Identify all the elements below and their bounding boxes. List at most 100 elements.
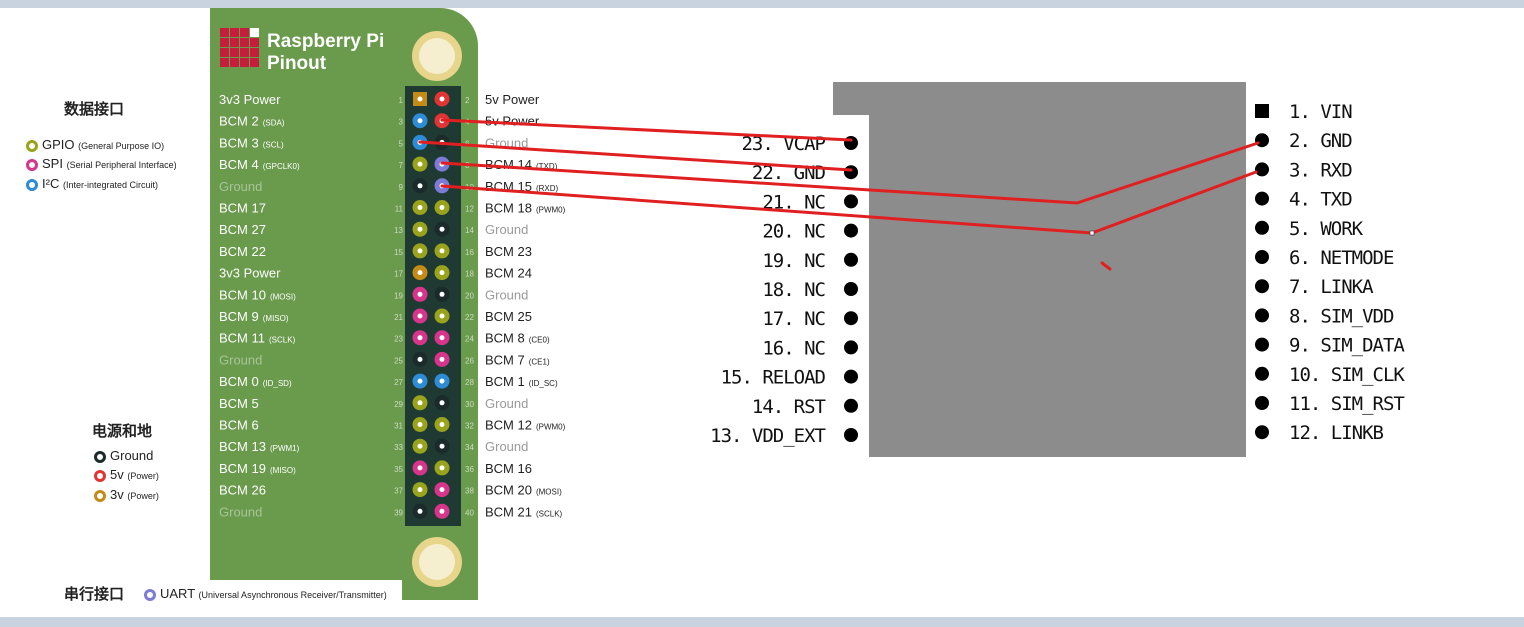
- pin-hole-icon: [417, 443, 423, 449]
- legend-spi: SPI (Serial Peripheral Interface): [26, 156, 177, 173]
- pin-hole-icon: [439, 378, 445, 384]
- pin-label-right: BCM 8(CE0): [485, 331, 550, 346]
- pin-label-left: BCM 26: [219, 483, 266, 498]
- mount-hole-top-inner-icon: [419, 38, 455, 74]
- pin-label-right: BCM 1(ID_SC): [485, 374, 558, 389]
- wire-junction-icon: [1089, 230, 1095, 236]
- wires: [418, 118, 1260, 271]
- pin-number-left: 25: [394, 356, 403, 365]
- pin-label-left: 3v3 Power: [219, 92, 281, 107]
- pin-hole-icon: [417, 183, 423, 189]
- legend-5v-label: 5v: [110, 467, 124, 482]
- pin-hole-icon: [439, 400, 445, 406]
- module-left-pin-icon: [844, 369, 858, 384]
- module-left-pin-label: 13. VDD_EXT: [710, 425, 825, 447]
- module-right-pin-icon: [1255, 220, 1269, 235]
- pin-hole-icon: [417, 291, 423, 297]
- legend-5v: 5v (Power): [94, 467, 159, 484]
- module-right-pin-label: 7. LINKA: [1289, 276, 1374, 298]
- module-left-pin-label: 18. NC: [762, 279, 825, 301]
- pin-label-right: Ground: [485, 439, 528, 454]
- module-left-pin-icon: [844, 398, 858, 413]
- pin-label-left: BCM 5: [219, 396, 259, 411]
- legend-5v-sub: (Power): [127, 471, 159, 481]
- legend-ground-label: Ground: [110, 448, 154, 463]
- module-right-pin-icon: [1255, 396, 1269, 410]
- module-left-pin-label: 19. NC: [762, 250, 825, 272]
- pin-number-left: 27: [394, 378, 403, 387]
- module-left-pin-icon: [844, 282, 858, 296]
- pin-number-right: 26: [465, 356, 474, 365]
- pin-hole-icon: [417, 335, 423, 341]
- legend-spi-label: SPI: [42, 156, 63, 171]
- module-right-pin-icon: [1255, 133, 1269, 148]
- pin-hole-icon: [417, 161, 423, 167]
- pin-number-right: 12: [465, 205, 474, 214]
- pin-number-right: 36: [465, 465, 474, 474]
- pin-hole-icon: [417, 205, 423, 210]
- pin-label-right: Ground: [485, 222, 528, 237]
- pin-hole-icon: [439, 465, 445, 471]
- module-right-pin-label: 1. VIN: [1289, 101, 1352, 123]
- legend-ground: Ground: [94, 448, 153, 464]
- module-right-pin-label: 2. GND: [1289, 130, 1352, 152]
- pin-label-left: Ground: [219, 504, 262, 519]
- pin-label-right: BCM 12(PWM0): [485, 418, 566, 433]
- pin-label-left: BCM 6: [219, 418, 259, 433]
- pin-number-left: 9: [399, 183, 404, 192]
- pin-number-right: 30: [465, 400, 474, 409]
- gpio-header: [405, 86, 461, 526]
- pin-number-left: 33: [394, 443, 403, 452]
- module-body: [833, 82, 1278, 457]
- wire-txd-to-module-gnd: [440, 141, 1260, 205]
- ground-dot-icon: [94, 451, 106, 463]
- pin-hole-icon: [417, 465, 423, 471]
- pi-title-line1: Raspberry Pi: [267, 31, 384, 52]
- pin-hole-icon: [439, 313, 445, 319]
- pin-label-left: BCM 17: [219, 201, 266, 216]
- pin-number-right: 38: [465, 487, 474, 496]
- uart-dot-icon: [144, 589, 156, 601]
- pin-hole-icon: [439, 96, 445, 102]
- module-left-pin-label: 15. RELOAD: [721, 367, 826, 389]
- pin-label-right: Ground: [485, 396, 528, 411]
- pin-hole-icon: [439, 226, 445, 232]
- pin-hole-icon: [417, 226, 423, 232]
- module-right-pin-label: 11. SIM_RST: [1289, 393, 1404, 415]
- module-left-pin-icon: [844, 311, 858, 326]
- pin-number-right: 34: [465, 443, 474, 452]
- pin-label-right: BCM 20(MOSI): [485, 483, 562, 498]
- pin-hole-icon: [417, 270, 423, 276]
- module-left-pin-icon: [844, 223, 858, 238]
- module-left-pin-icon: [844, 252, 858, 267]
- module-right-pin-icon: [1255, 366, 1269, 381]
- pin-label-right: BCM 21(SCLK): [485, 504, 563, 519]
- pin-number-left: 1: [399, 96, 404, 105]
- top-border: [0, 0, 1524, 8]
- pin-hole-icon: [417, 422, 423, 427]
- legend-gpio: GPIO (General Purpose IO): [26, 137, 164, 154]
- pin-number-left: 29: [394, 400, 403, 409]
- module-left-pin-icon: [844, 165, 858, 180]
- pin-label-left: BCM 22: [219, 244, 266, 259]
- module-left-pin-icon: [844, 340, 858, 355]
- legend-uart-label: UART: [160, 586, 195, 601]
- spi-dot-icon: [26, 159, 38, 171]
- pin-number-left: 13: [394, 226, 403, 235]
- pin-hole-icon: [439, 422, 445, 427]
- legend-power-title: 电源和地: [92, 422, 153, 440]
- legend-spi-sub: (Serial Peripheral Interface): [66, 160, 177, 170]
- pi-title-line2: Pinout: [267, 53, 327, 74]
- pin-number-left: 11: [395, 205, 404, 214]
- pin-hole-icon: [439, 508, 445, 514]
